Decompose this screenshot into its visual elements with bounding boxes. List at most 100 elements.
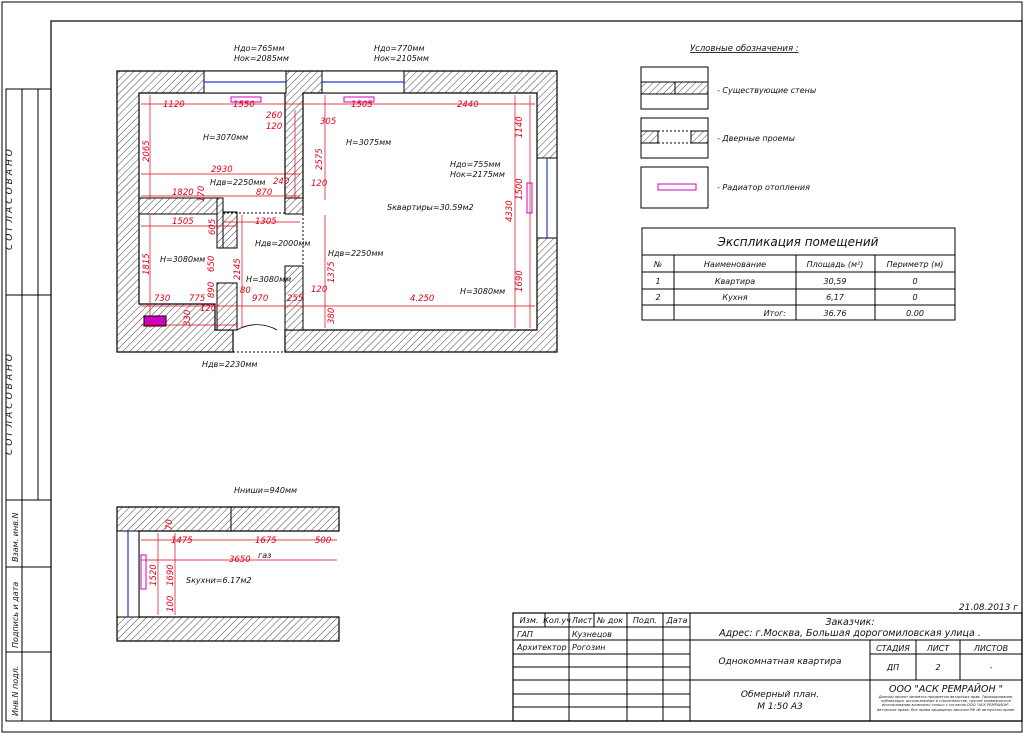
- explication-total-label: Итог:: [764, 309, 787, 318]
- tb-sheet-title-1: Обмерный план.: [741, 690, 819, 700]
- dim-label: 1550: [233, 100, 255, 110]
- drawing-date: 21.08.2013 г: [959, 603, 1018, 613]
- dim-label: 3650: [229, 555, 251, 565]
- dim-label: 1305: [255, 217, 277, 227]
- tb-name: Рогозин: [572, 643, 606, 652]
- dim-label: 255: [287, 294, 303, 304]
- door-height-1: Ндв=2250мм: [210, 178, 265, 187]
- explication-cell: 2: [655, 293, 660, 302]
- height-room-1: H=3070мм: [203, 133, 248, 142]
- stamp-approved-1: СОГЛАСОВАНО: [5, 146, 15, 250]
- plan-annotations: Ндо=765мм Нок=2085мм Ндо=770мм Нок=2105м…: [142, 44, 525, 369]
- dim-label: 1505: [172, 217, 194, 227]
- tb-address: Адрес: г.Москва, Большая дорогомиловская…: [718, 628, 981, 639]
- legend-walls: - Существующие стены: [717, 86, 816, 95]
- explication-cell: Квартира: [715, 277, 755, 286]
- dim-label: 1690: [515, 270, 525, 292]
- tb-role: ГАП: [517, 630, 533, 639]
- dim-label: 730: [154, 294, 170, 304]
- dim-label: 2145: [233, 258, 243, 280]
- dim-label: 605: [208, 219, 218, 235]
- tb-copyright-note: Данный проект является предметом авторск…: [876, 695, 1016, 712]
- apartment-plan: [116, 70, 558, 353]
- tb-sheet: 2: [935, 663, 940, 672]
- legend-doors: - Дверные проемы: [717, 134, 795, 143]
- approval-strip: СОГЛАСОВАНО СОГЛАСОВАНО Взам. инв.N Подп…: [5, 88, 52, 722]
- dim-label: 890: [207, 282, 217, 298]
- plan-dimension-lines: [141, 95, 535, 328]
- title-block: 21.08.2013 г Изм. Кол.уч Лист № док Подп…: [512, 603, 1023, 722]
- dim-label: 1690: [166, 564, 176, 586]
- dim-label: 1815: [142, 253, 152, 275]
- dim-label: 2440: [457, 100, 479, 110]
- dim-label: 120: [311, 179, 327, 189]
- dim-label: 500: [315, 536, 331, 546]
- tb-sheet-header: ЛИСТ: [926, 644, 951, 653]
- tb-sheets-header: ЛИСТОВ: [973, 644, 1008, 653]
- explication-title: Экспликация помещений: [717, 235, 879, 249]
- tb-name: Кузнецов: [572, 630, 612, 639]
- explication-header: №: [653, 260, 662, 269]
- tb-col: № док: [596, 616, 623, 625]
- window-1-sill: Ндо=765мм: [234, 44, 284, 53]
- dim-label: 120: [311, 285, 327, 295]
- height-room-2: H=3075мм: [346, 138, 391, 147]
- legend-radiator: - Радиатор отопления: [717, 183, 810, 192]
- tb-company: ООО "АСК РЕМРАЙОН ": [889, 683, 1003, 695]
- tb-col: Подп.: [633, 616, 657, 625]
- height-room-3: H=3080мм: [160, 255, 205, 264]
- explication-cell: 6,17: [826, 293, 845, 302]
- kitchen-area: Sкухни=6.17м2: [186, 576, 251, 585]
- tb-sheet-title-2: М 1:50 А3: [757, 702, 803, 712]
- dim-label: 240: [273, 177, 289, 187]
- window-3-sill: Ндо=755мм: [450, 160, 500, 169]
- window-2-sill: Ндо=770мм: [374, 44, 424, 53]
- dim-label: 70: [165, 519, 175, 530]
- dim-label: 2575: [315, 148, 325, 170]
- dim-label: 1505: [351, 100, 373, 110]
- window-1-top: Нок=2085мм: [234, 54, 289, 63]
- stamp-inv-no: Взам. инв.N: [11, 513, 20, 562]
- apartment-area: Sквартиры=30.59м2: [387, 203, 474, 212]
- stamp-inv-orig: Инв.N подл.: [11, 666, 20, 716]
- tb-col: Изм.: [520, 616, 539, 625]
- dim-label: 1820: [172, 188, 194, 198]
- dim-label: 330: [183, 310, 193, 326]
- dim-label: 100: [166, 596, 176, 612]
- explication-cell: 0: [912, 277, 917, 286]
- dim-label: 775: [189, 294, 205, 304]
- explication-cell: 0: [912, 293, 917, 302]
- explication-cell: 30,59: [824, 277, 847, 286]
- tb-customer: Заказчик:: [825, 617, 874, 628]
- dim-label: 650: [207, 256, 217, 272]
- dim-label: 170: [197, 186, 207, 202]
- dim-label: 120: [200, 304, 216, 314]
- explication-header: Наименование: [704, 260, 766, 269]
- kitchen-plan: Нниши=940мм Sкухни=6.17м2 газ 70 1475 16…: [116, 486, 340, 642]
- dim-label: 4330: [505, 200, 515, 222]
- explication-cell: Кухня: [722, 293, 747, 302]
- dim-label: 4.250: [410, 294, 434, 304]
- dim-label: 260: [266, 111, 282, 121]
- dim-label: 1475: [171, 536, 193, 546]
- dim-label: 970: [252, 294, 268, 304]
- dim-label: 380: [327, 308, 337, 324]
- dim-label: 2065: [142, 140, 152, 162]
- explication-total-perimeter: 0.00: [906, 309, 924, 318]
- door-height-2: Ндв=2000мм: [255, 239, 310, 248]
- dim-label: 1375: [327, 261, 337, 283]
- tb-role: Архитектор: [516, 643, 567, 652]
- tb-stage: ДП: [886, 663, 899, 672]
- legend: Условные обозначения : - Существующие ст…: [640, 44, 816, 209]
- tb-col: Кол.уч: [543, 616, 571, 625]
- dim-label: 1500: [515, 178, 525, 200]
- dim-label: 2930: [211, 165, 233, 175]
- height-room-4: H=3080мм: [246, 275, 291, 284]
- dim-label: 1675: [255, 536, 277, 546]
- dim-label: 305: [320, 117, 336, 127]
- tb-project: Однокомнатная квартира: [718, 657, 841, 667]
- height-room-5: H=3080мм: [460, 287, 505, 296]
- tb-sheets: -: [990, 663, 993, 672]
- tb-col: Дата: [666, 616, 688, 625]
